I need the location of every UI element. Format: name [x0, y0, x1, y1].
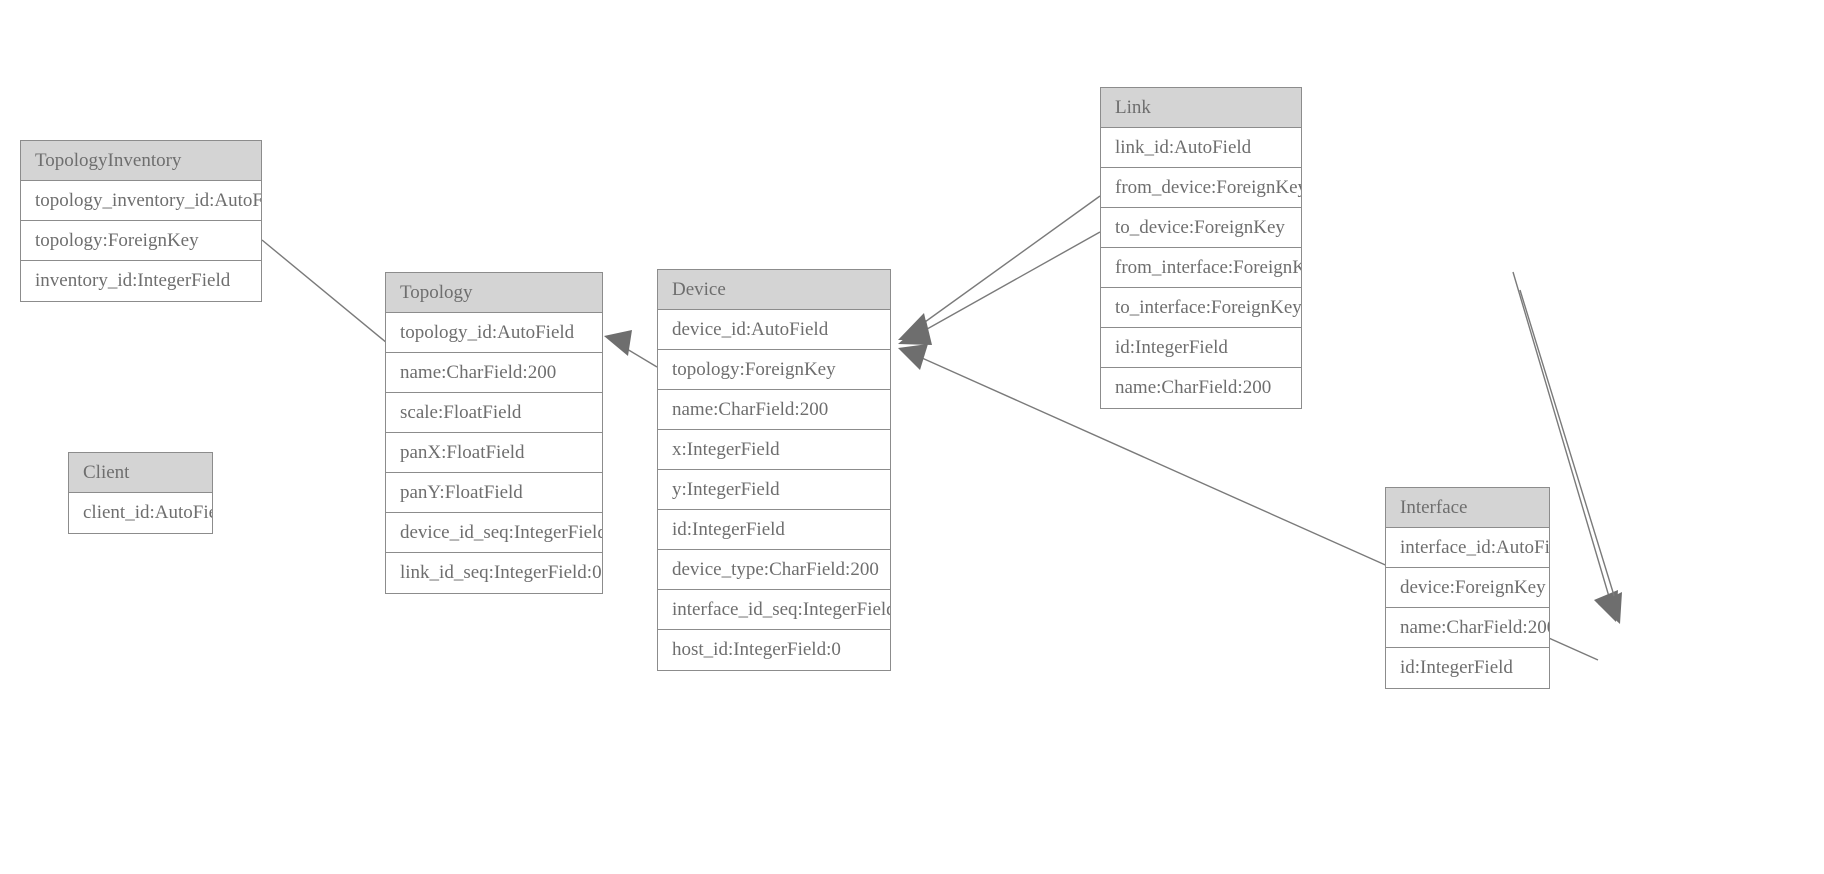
- field-row: x:IntegerField: [658, 430, 890, 470]
- field-row: inventory_id:IntegerField: [21, 261, 261, 301]
- field-row: panY:FloatField: [386, 473, 602, 513]
- entity-title-device: Device: [658, 270, 890, 310]
- entity-title-interface: Interface: [1386, 488, 1549, 528]
- field-row: scale:FloatField: [386, 393, 602, 433]
- field-row: name:CharField:200: [658, 390, 890, 430]
- entity-client[interactable]: Client client_id:AutoField: [68, 452, 213, 534]
- entity-device[interactable]: Device device_id:AutoField topology:Fore…: [657, 269, 891, 671]
- field-row: y:IntegerField: [658, 470, 890, 510]
- field-row: topology_inventory_id:AutoField: [21, 181, 261, 221]
- field-row: id:IntegerField: [1101, 328, 1301, 368]
- field-row: from_interface:ForeignKey: [1101, 248, 1301, 288]
- field-row: name:CharField:200: [386, 353, 602, 393]
- entity-topology[interactable]: Topology topology_id:AutoField name:Char…: [385, 272, 603, 594]
- field-row: interface_id_seq:IntegerField:0: [658, 590, 890, 630]
- field-row: to_interface:ForeignKey: [1101, 288, 1301, 328]
- field-row: device_type:CharField:200: [658, 550, 890, 590]
- field-row: topology_id:AutoField: [386, 313, 602, 353]
- field-row: name:CharField:200: [1386, 608, 1549, 648]
- entity-title-client: Client: [69, 453, 212, 493]
- field-row: topology:ForeignKey: [21, 221, 261, 261]
- entity-title-topologyinventory: TopologyInventory: [21, 141, 261, 181]
- field-row: topology:ForeignKey: [658, 350, 890, 390]
- field-row: interface_id:AutoField: [1386, 528, 1549, 568]
- field-row: id:IntegerField: [1386, 648, 1549, 688]
- edge-device-topology: [604, 330, 658, 368]
- entity-title-topology: Topology: [386, 273, 602, 313]
- field-row: name:CharField:200: [1101, 368, 1301, 408]
- field-row: client_id:AutoField: [69, 493, 212, 533]
- entity-link[interactable]: Link link_id:AutoField from_device:Forei…: [1100, 87, 1302, 409]
- field-row: device:ForeignKey: [1386, 568, 1549, 608]
- entity-topologyinventory[interactable]: TopologyInventory topology_inventory_id:…: [20, 140, 262, 302]
- field-row: link_id:AutoField: [1101, 128, 1301, 168]
- entity-title-link: Link: [1101, 88, 1301, 128]
- field-row: id:IntegerField: [658, 510, 890, 550]
- entity-interface[interactable]: Interface interface_id:AutoField device:…: [1385, 487, 1550, 689]
- edge-link-to-device: [898, 231, 1101, 345]
- edge-link-from-device: [898, 195, 1101, 340]
- field-row: to_device:ForeignKey: [1101, 208, 1301, 248]
- field-row: host_id:IntegerField:0: [658, 630, 890, 670]
- field-row: from_device:ForeignKey: [1101, 168, 1301, 208]
- field-row: device_id:AutoField: [658, 310, 890, 350]
- field-row: panX:FloatField: [386, 433, 602, 473]
- field-row: device_id_seq:IntegerField:0: [386, 513, 602, 553]
- field-row: link_id_seq:IntegerField:0: [386, 553, 602, 593]
